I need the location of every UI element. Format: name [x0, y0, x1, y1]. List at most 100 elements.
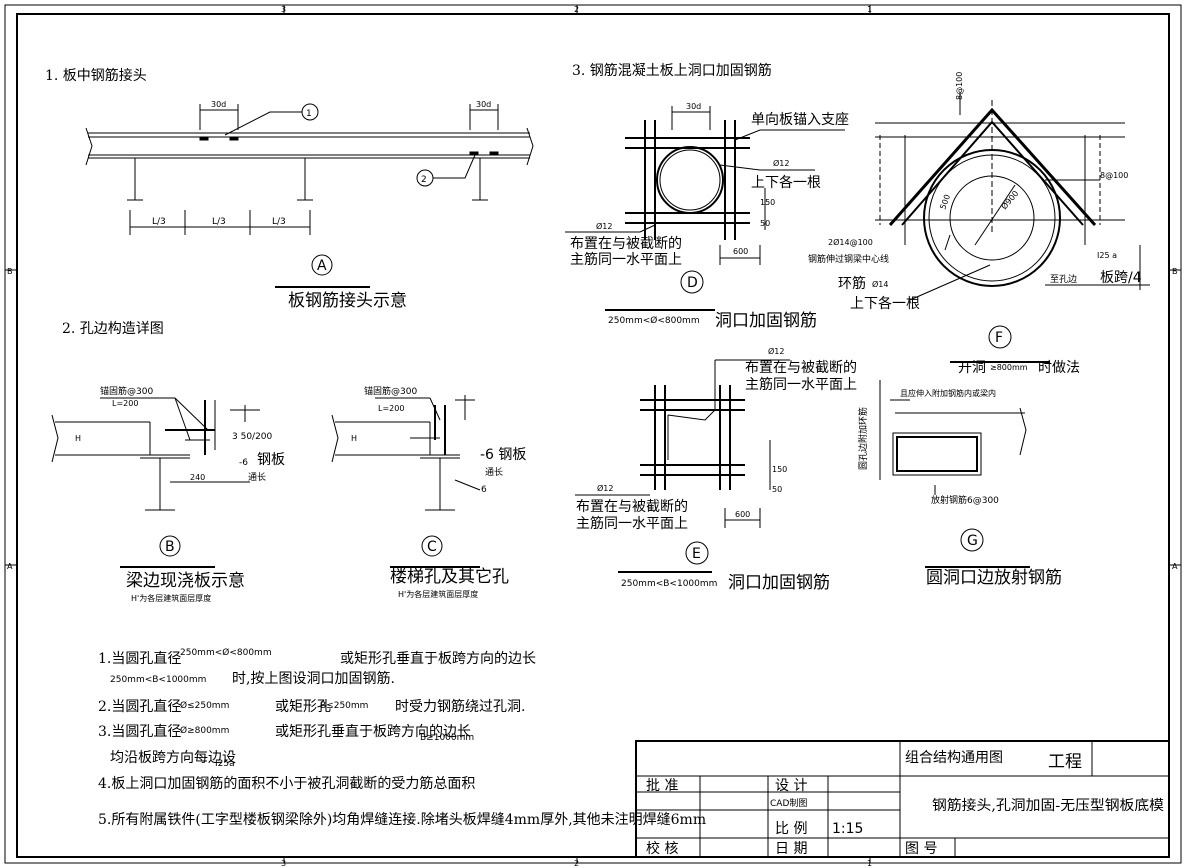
f-ring-spec: Ø14 [872, 279, 888, 289]
f-each: 上下各一根 [850, 296, 920, 312]
b-dim240: 240 [190, 473, 205, 482]
section2-title: 2. 孔边构造详图 [62, 321, 164, 337]
tag-b: B [165, 539, 175, 555]
c-plate2: 通长 [485, 466, 503, 478]
tb-scale-label: 比 例 [775, 821, 807, 837]
d-dim50: 50 [760, 219, 770, 228]
g-side: 圆孔边附加环筋 [857, 407, 869, 470]
d-note-spec: Ø12 [596, 221, 612, 231]
b-anchor: 锚固筋@300 [100, 385, 153, 397]
note-1a: 1.当圆孔直径 [98, 650, 181, 667]
detail-b-drawing [51, 397, 260, 568]
d-note2: 主筋同一水平面上 [570, 251, 682, 268]
caption-d: 洞口加固钢筋 [715, 311, 817, 331]
note-2-val2: B≤250mm [320, 701, 368, 711]
e-bot2: 主筋同一水平面上 [576, 515, 688, 532]
note-5: 5.所有附属铁件(工字型楼板钢梁除外)均角焊缝连接.除堵头板焊缝4mm厚外,其他… [98, 811, 706, 828]
section1-title: 1. 板中钢筋接头 [45, 67, 147, 84]
e-top1: 布置在与被截断的 [745, 360, 857, 376]
f-i25: I25 a [1097, 251, 1117, 260]
grid-bottom-1: 1 [867, 859, 872, 868]
slab-joint-drawing [85, 103, 534, 288]
note-c: H'为各层建筑面层厚度 [398, 589, 478, 599]
e-bot-spec: Ø12 [597, 483, 613, 493]
span-l3-3: L/3 [272, 217, 286, 227]
b-plate3: 通长 [248, 471, 266, 483]
caption-f2: 时做法 [1038, 360, 1080, 376]
c-plate1: -6 钢板 [480, 447, 526, 463]
inner-frame [16, 13, 1170, 858]
note-2: 2.当圆孔直径 [98, 698, 181, 715]
grid-top-2: 2 [574, 5, 579, 14]
c-weld: 6 [481, 485, 487, 495]
note-3b-val: I25a [215, 759, 235, 769]
note-1a-val: 250mm<Ø<800mm [180, 647, 272, 658]
detail-c-drawing [331, 395, 481, 568]
f-bars: 2Ø14@100 [828, 237, 873, 247]
dim-30d-left: 30d [211, 100, 226, 109]
grid-left-b: B [7, 267, 13, 276]
note-3: 3.当圆孔直径 [98, 723, 181, 740]
tag-d: D [687, 275, 698, 291]
e-dim150: 150 [772, 465, 787, 474]
d-dim150: 150 [760, 198, 775, 207]
f-r500: 500 [938, 193, 952, 210]
f-to-hole: 至孔边 [1050, 274, 1077, 285]
e-dim50: 50 [772, 485, 782, 494]
grid-bottom-2: 2 [574, 859, 579, 868]
g-bottom: 放射钢筋6@300 [931, 494, 999, 506]
caption-f-val: ≥800mm [990, 363, 1028, 372]
grid-top-1: 1 [867, 5, 872, 14]
note-b: H'为各层建筑面层厚度 [131, 593, 211, 603]
note-1b: 250mm<B<1000mm [110, 675, 206, 685]
tb-drawing-title: 钢筋接头,孔洞加固-无压型钢板底模 [932, 797, 1164, 814]
tag-a: A [317, 258, 327, 274]
c-anchor: 锚固筋@300 [364, 385, 417, 397]
tb-project: 工程 [1048, 752, 1082, 772]
e-top2: 主筋同一水平面上 [745, 376, 857, 393]
note-1b-tail: 时,按上图设洞口加固钢筋. [232, 670, 395, 687]
c-l200: L=200 [378, 404, 404, 413]
f-ring: 环筋 [838, 275, 866, 292]
b-l200: L=200 [112, 399, 138, 408]
detail-e-drawing [575, 359, 790, 573]
title-block [635, 740, 1170, 858]
note-3-val2: B≥1000mm [420, 733, 474, 743]
b-plate1: -6 [239, 458, 248, 468]
d-range: 250mm<Ø<800mm [608, 315, 700, 326]
f-right: 8@100 [1100, 171, 1128, 180]
detail-d-drawing [565, 106, 845, 311]
e-bot1: 布置在与被截断的 [576, 499, 688, 515]
tag-c: C [427, 539, 437, 555]
note-1a-tail: 或矩形孔垂直于板跨方向的边长 [340, 650, 536, 667]
note-4: 4.板上洞口加固钢筋的面积不小于被孔洞截断的受力筋总面积 [98, 775, 475, 792]
note-2-val: Ø≤250mm [180, 700, 229, 711]
detail-f-drawing [875, 92, 1150, 363]
tag-e: E [692, 546, 701, 562]
d-each: 上下各一根 [751, 175, 821, 191]
e-top-spec: Ø12 [768, 346, 784, 356]
span-l3-1: L/3 [152, 217, 166, 227]
grid-right-a: A [1172, 562, 1178, 571]
tb-drawing-no: 图 号 [905, 841, 937, 857]
caption-f1: 开洞 [958, 360, 986, 376]
callout-2: 2 [421, 175, 427, 185]
dim-30d-right: 30d [476, 100, 491, 109]
d-bar-spec: Ø12 [773, 158, 789, 168]
tb-scale: 1:15 [832, 821, 863, 837]
d-dim600: 600 [733, 247, 748, 256]
caption-e: 洞口加固钢筋 [728, 573, 830, 593]
tb-design: 设 计 [775, 778, 807, 794]
detail-g-drawing [879, 380, 1030, 568]
tb-date: 日 期 [775, 841, 807, 857]
d-dim30d: 30d [686, 102, 701, 111]
span-l3-2: L/3 [212, 217, 226, 227]
grid-right-b: B [1172, 267, 1178, 276]
b-plate2: 钢板 [257, 452, 285, 468]
tb-check: 校 核 [646, 840, 678, 857]
c-h: H [351, 434, 357, 443]
tb-atlas: 组合结构通用图 [905, 750, 1003, 766]
d-note1: 布置在与被截断的 [570, 236, 682, 252]
